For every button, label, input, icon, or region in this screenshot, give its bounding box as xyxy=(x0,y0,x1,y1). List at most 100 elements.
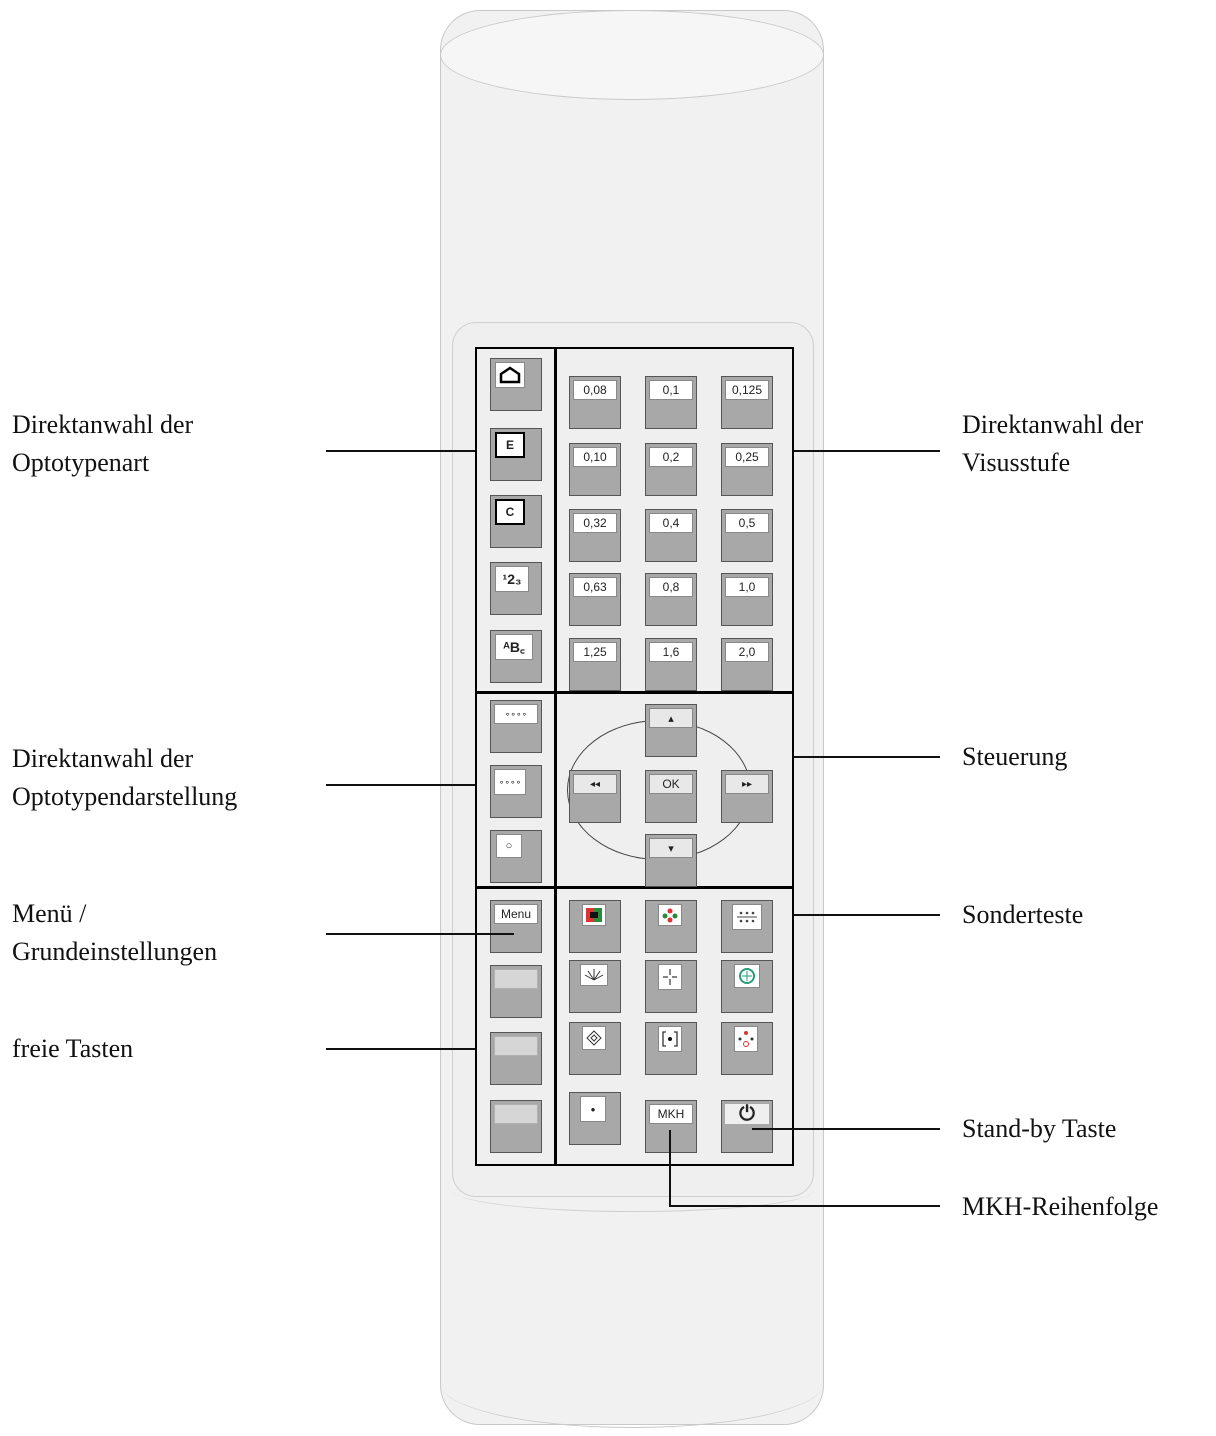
special-test-key[interactable] xyxy=(645,1022,697,1075)
visus-key-label: 0,32 xyxy=(573,513,617,533)
visus-key[interactable]: 0,2 xyxy=(645,443,697,496)
visus-key[interactable]: 2,0 xyxy=(721,638,773,691)
visus-key[interactable]: 0,08 xyxy=(569,376,621,429)
special-test-key[interactable] xyxy=(721,1022,773,1075)
mkh-button[interactable]: MKH xyxy=(645,1100,697,1153)
visus-key-label: 0,8 xyxy=(649,577,693,597)
special-test-key[interactable] xyxy=(721,960,773,1013)
e-icon: E xyxy=(495,432,525,458)
label-display-line1: Direktanwahl der xyxy=(12,744,194,773)
label-menu: Menü / Grundeinstellungen xyxy=(12,895,217,971)
special-test-key[interactable] xyxy=(721,900,773,953)
visus-key-label: 1,0 xyxy=(725,577,769,597)
visus-key-label: 0,1 xyxy=(649,380,693,400)
special-test-key[interactable] xyxy=(645,900,697,953)
free-key-1[interactable] xyxy=(490,965,542,1018)
label-menu-line1: Menü / xyxy=(12,899,87,928)
rewind-button[interactable]: ◂◂ xyxy=(569,770,621,823)
optotype-e-key[interactable]: E xyxy=(490,428,542,481)
leader-line-control xyxy=(794,756,940,758)
special-test-key[interactable] xyxy=(569,960,621,1013)
visus-key[interactable]: 0,25 xyxy=(721,443,773,496)
label-optotype-line2: Optotypenart xyxy=(12,448,150,477)
green-circle-icon xyxy=(734,964,760,988)
red-dots-icon xyxy=(734,1026,758,1052)
up-arrow-icon: ▴ xyxy=(649,708,693,728)
visus-key[interactable]: 0,4 xyxy=(645,509,697,562)
color-dots-icon xyxy=(658,904,682,926)
diamond-pattern-icon xyxy=(582,1026,606,1050)
visus-frame xyxy=(554,347,794,694)
display-frame xyxy=(475,691,557,889)
key-panel-bottom xyxy=(452,1182,814,1212)
display-single-key[interactable]: ○ xyxy=(490,830,542,883)
down-button[interactable]: ▾ xyxy=(645,834,697,887)
optotype-c-key[interactable]: C xyxy=(490,495,542,548)
single-dot-icon: ○ xyxy=(496,834,522,858)
visus-key[interactable]: 1,0 xyxy=(721,573,773,626)
leader-line-optotype xyxy=(326,450,475,452)
special-test-key[interactable] xyxy=(645,960,697,1013)
visus-key[interactable]: 0,125 xyxy=(721,376,773,429)
menu-button[interactable]: Menu xyxy=(490,900,542,953)
label-optotype: Direktanwahl der Optotypenart xyxy=(12,406,193,482)
optotype-numbers-key[interactable]: ¹2₃ xyxy=(490,562,542,615)
ok-button[interactable]: OK xyxy=(645,770,697,823)
visus-key[interactable]: 1,6 xyxy=(645,638,697,691)
visus-key-label: 1,25 xyxy=(573,642,617,662)
red-green-icon xyxy=(582,904,606,926)
mkh-label: MKH xyxy=(649,1104,693,1124)
leader-line-free xyxy=(326,1048,475,1050)
up-button[interactable]: ▴ xyxy=(645,704,697,757)
visus-key[interactable]: 0,63 xyxy=(569,573,621,626)
forward-icon: ▸▸ xyxy=(725,774,769,794)
line-dots-icon: ∘∘∘∘ xyxy=(494,769,526,795)
free-key-2[interactable] xyxy=(490,1032,542,1085)
display-line-key[interactable]: ∘∘∘∘ xyxy=(490,765,542,818)
forward-button[interactable]: ▸▸ xyxy=(721,770,773,823)
astigmatism-fan-icon xyxy=(580,964,608,986)
free-key-cap xyxy=(494,1036,538,1056)
power-icon: ⏻ xyxy=(725,1103,769,1125)
label-standby: Stand-by Taste xyxy=(962,1114,1117,1143)
special-test-key[interactable]: • xyxy=(569,1092,621,1145)
label-mkh: MKH-Reihenfolge xyxy=(962,1192,1159,1221)
visus-key-label: 1,6 xyxy=(649,642,693,662)
special-test-key[interactable] xyxy=(569,900,621,953)
visus-key[interactable]: 0,10 xyxy=(569,443,621,496)
visus-key-label: 0,125 xyxy=(725,380,769,400)
label-display-line2: Optotypendarstellung xyxy=(12,782,238,811)
visus-key[interactable]: 0,5 xyxy=(721,509,773,562)
visus-key[interactable]: 0,1 xyxy=(645,376,697,429)
special-test-key[interactable] xyxy=(569,1022,621,1075)
special-frame xyxy=(554,886,794,1166)
remote-top-cap xyxy=(440,10,824,100)
visus-key[interactable]: 0,8 xyxy=(645,573,697,626)
label-control: Steuerung xyxy=(962,742,1068,771)
free-key-3[interactable] xyxy=(490,1100,542,1153)
standby-button[interactable]: ⏻ xyxy=(721,1100,773,1153)
free-key-cap xyxy=(494,969,538,989)
label-display: Direktanwahl der Optotypendarstellung xyxy=(12,740,237,816)
visus-key-label: 0,25 xyxy=(725,447,769,467)
ok-label: OK xyxy=(649,774,693,794)
landolt-c-icon: C xyxy=(495,499,525,525)
visus-key[interactable]: 1,25 xyxy=(569,638,621,691)
letters-icon: ᴬB꜀ xyxy=(495,634,533,660)
bracket-dot-icon xyxy=(658,1026,682,1052)
visus-key-label: 0,10 xyxy=(573,447,617,467)
remote-bottom-cap xyxy=(440,1338,824,1428)
leader-line-menu xyxy=(326,933,514,935)
optotype-house-key[interactable] xyxy=(490,358,542,411)
label-special: Sonderteste xyxy=(962,900,1084,929)
numbers-icon: ¹2₃ xyxy=(495,566,529,592)
leader-line-standby xyxy=(752,1128,940,1130)
cross-icon xyxy=(658,964,682,990)
display-row-key[interactable]: ∘∘∘∘ xyxy=(490,700,542,753)
row-dots-icon: ∘∘∘∘ xyxy=(494,704,538,724)
visus-key[interactable]: 0,32 xyxy=(569,509,621,562)
optotype-letters-key[interactable]: ᴬB꜀ xyxy=(490,630,542,683)
visus-key-label: 0,63 xyxy=(573,577,617,597)
single-point-icon: • xyxy=(580,1096,606,1122)
label-optotype-line1: Direktanwahl der xyxy=(12,410,194,439)
